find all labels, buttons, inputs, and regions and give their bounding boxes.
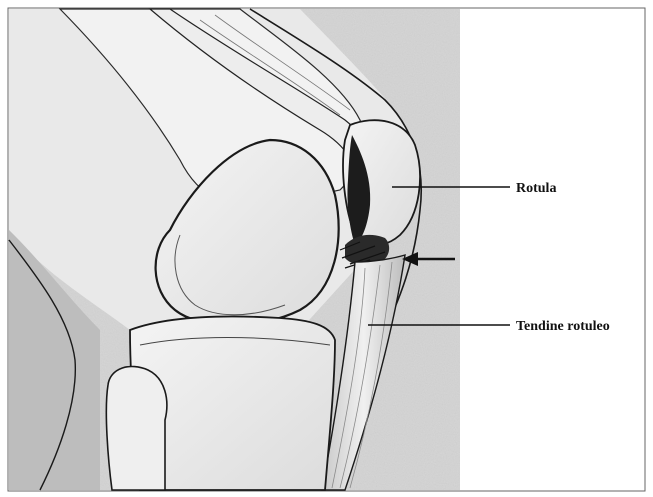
tendine-rotuleo-label: Tendine rotuleo	[516, 320, 610, 334]
fibula-head	[106, 366, 167, 490]
rotula-label: Rotula	[516, 182, 556, 196]
